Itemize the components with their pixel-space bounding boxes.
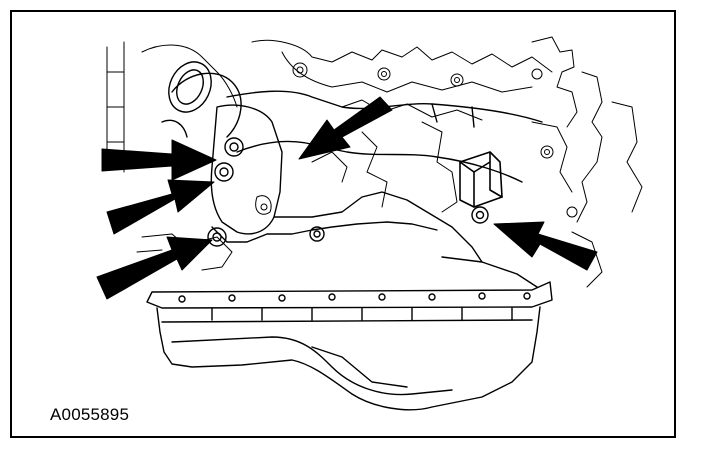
figure-frame: A0055895 [10,10,676,438]
oil-pan [146,256,553,411]
arrow-upper-center [298,96,393,160]
engine-oil-pan-illustration [96,36,643,411]
pointer-arrows [96,96,598,300]
arrow-upper-left [101,139,217,181]
front-cover [207,104,489,263]
figure-id-label: A0055895 [50,405,130,424]
arrow-right [493,221,598,271]
sensor-block [459,151,503,208]
arrow-mid-left [106,179,215,235]
arrow-lower-left [96,236,213,300]
coolant-tube [161,61,242,138]
